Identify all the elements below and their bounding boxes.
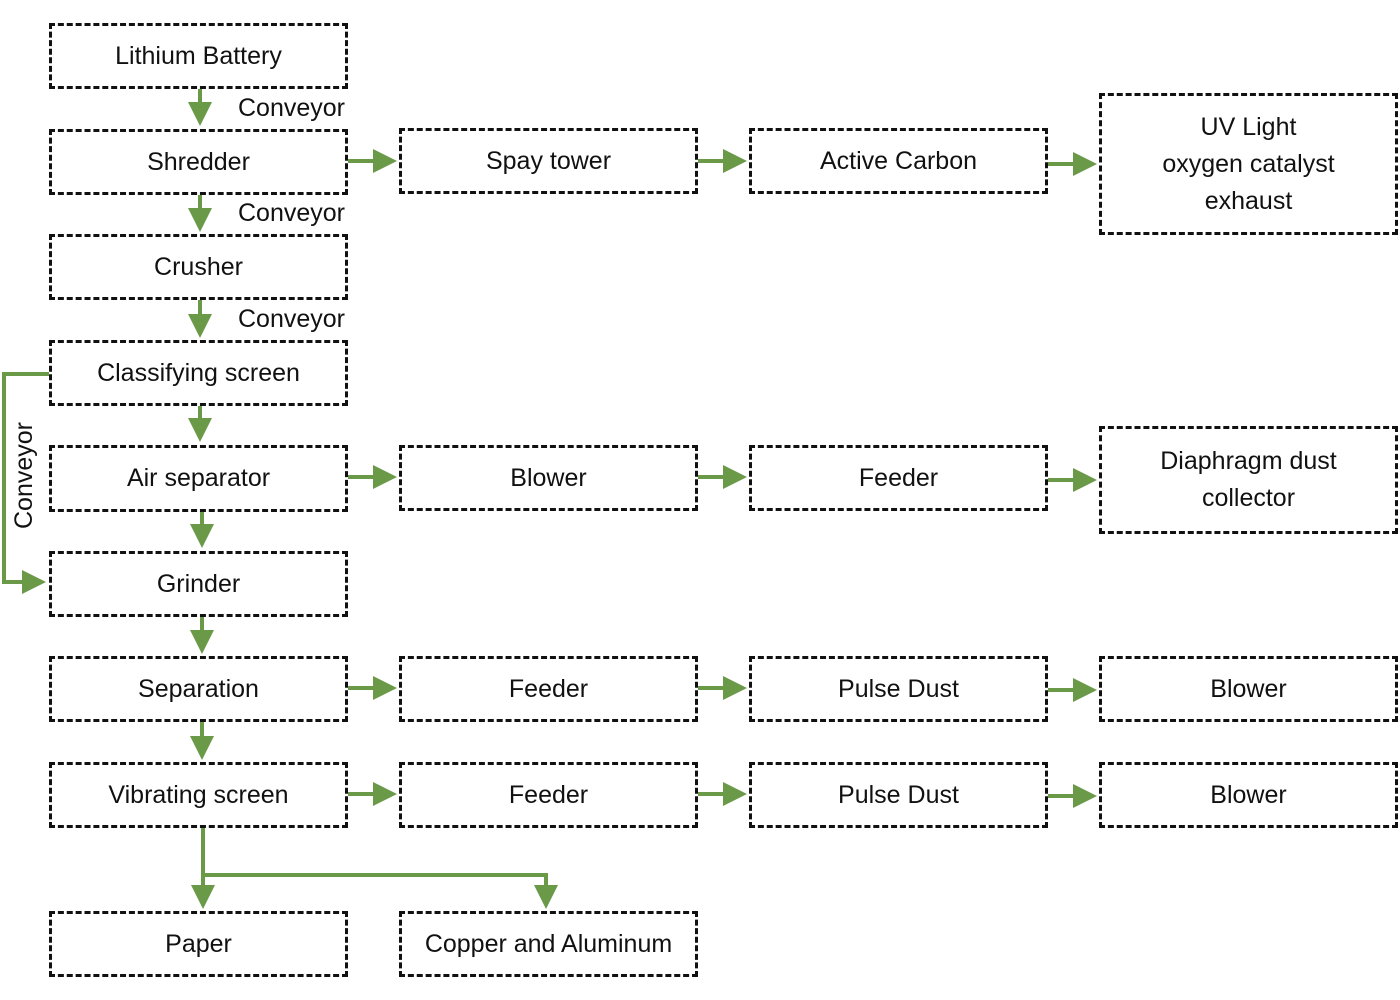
conveyor-label-side: Conveyor [10, 422, 38, 529]
feeder-label-2: Feeder [508, 674, 589, 703]
feeder-box-3: Feeder [399, 762, 698, 828]
uv-light-box: UV Light oxygen catalyst exhaust [1099, 93, 1398, 235]
pulse-dust-box-2: Pulse Dust [749, 762, 1048, 828]
vibrating-screen-label: Vibrating screen [108, 780, 289, 809]
crusher-box: Crusher [49, 234, 348, 300]
blower-box-3: Blower [1099, 762, 1398, 828]
paper-label: Paper [165, 929, 232, 958]
classifying-screen-label: Classifying screen [97, 358, 300, 387]
feeder-box-1: Feeder [749, 445, 1048, 511]
shredder-label: Shredder [147, 147, 250, 176]
shredder-box: Shredder [49, 129, 348, 195]
crusher-label: Crusher [154, 252, 243, 281]
pulse-dust-box-1: Pulse Dust [749, 656, 1048, 722]
blower-box-2: Blower [1099, 656, 1398, 722]
active-carbon-box: Active Carbon [749, 128, 1048, 194]
air-separator-box: Air separator [49, 445, 348, 512]
uv-light-label: UV Light oxygen catalyst exhaust [1162, 112, 1335, 215]
diaphragm-dust-collector-box: Diaphragm dust collector [1099, 426, 1398, 534]
lithium-battery-box: Lithium Battery [49, 23, 348, 89]
blower-label-1: Blower [510, 463, 587, 492]
active-carbon-label: Active Carbon [819, 146, 978, 175]
blower-label-3: Blower [1210, 780, 1287, 809]
conveyor-label-3: Conveyor [238, 305, 345, 333]
copper-aluminum-box: Copper and Aluminum [399, 911, 698, 977]
feeder-label-1: Feeder [858, 463, 939, 492]
spray-tower-label: Spay tower [485, 146, 612, 175]
arrow-vibrating-to-copper [203, 873, 558, 909]
vibrating-screen-box: Vibrating screen [49, 762, 348, 828]
pulse-dust-label-2: Pulse Dust [838, 780, 959, 809]
conveyor-label-1: Conveyor [238, 94, 345, 122]
conveyor-label-2: Conveyor [238, 199, 345, 227]
feeder-box-2: Feeder [399, 656, 698, 722]
spray-tower-box: Spay tower [399, 128, 698, 194]
paper-box: Paper [49, 911, 348, 977]
classifying-screen-box: Classifying screen [49, 340, 348, 406]
blower-box-1: Blower [399, 445, 698, 511]
grinder-box: Grinder [49, 551, 348, 617]
blower-label-2: Blower [1210, 674, 1287, 703]
arrow-classifying-to-grinder-loop [2, 372, 49, 594]
feeder-label-3: Feeder [508, 780, 589, 809]
separation-box: Separation [49, 656, 348, 722]
air-separator-label: Air separator [126, 464, 271, 492]
pulse-dust-label-1: Pulse Dust [838, 674, 959, 703]
grinder-label: Grinder [156, 569, 241, 598]
lithium-battery-label: Lithium Battery [115, 41, 282, 70]
copper-aluminum-label: Copper and Aluminum [424, 929, 673, 958]
diaphragm-dust-collector-label: Diaphragm dust collector [1160, 447, 1337, 512]
separation-label: Separation [138, 674, 259, 703]
